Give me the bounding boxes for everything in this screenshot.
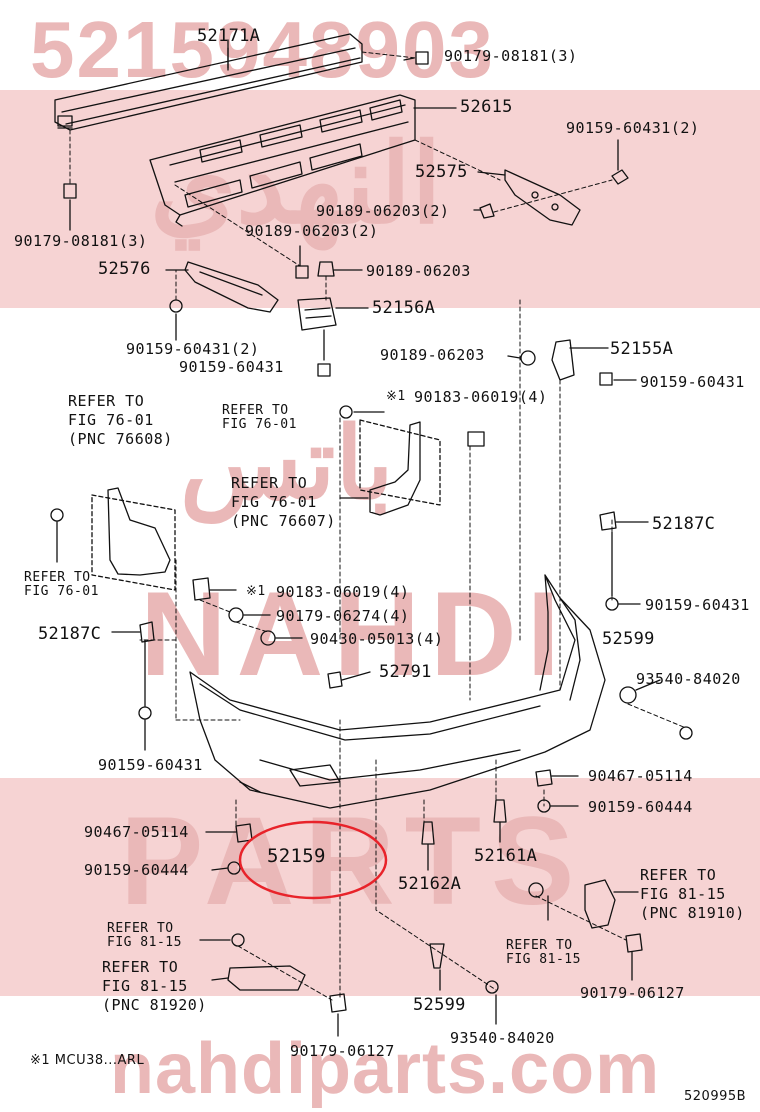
ref-81-15-small-left-line1: REFER TO bbox=[107, 921, 174, 936]
label-mark-b: ※1 bbox=[246, 584, 266, 599]
ref-81-15-small-left-line2: FIG 81-15 bbox=[107, 935, 182, 950]
ref-81-15-small-right-line2: FIG 81-15 bbox=[506, 952, 581, 967]
label-90189-06203-b[interactable]: 90189-06203 bbox=[380, 346, 485, 364]
fasteners bbox=[50, 51, 693, 1013]
ref-76-01-small-top-line2: FIG 76-01 bbox=[222, 417, 297, 432]
ref-81910-line3: (PNC 81910) bbox=[640, 904, 745, 922]
label-52156A[interactable]: 52156A bbox=[372, 298, 436, 318]
label-90183-06019-4-b[interactable]: 90183-06019(4) bbox=[276, 583, 410, 601]
figure-id: 520995B bbox=[684, 1089, 747, 1104]
label-90179-08181-3-top[interactable]: 90179-08181(3) bbox=[444, 47, 578, 65]
label-52155A[interactable]: 52155A bbox=[610, 339, 674, 359]
label-52791[interactable]: 52791 bbox=[379, 662, 432, 682]
ref-81920-line1: REFER TO bbox=[102, 958, 179, 976]
ref-76-01-small-left[interactable]: REFER TO FIG 76-01 bbox=[24, 571, 99, 599]
ref-81920[interactable]: REFER TO FIG 81-15 (PNC 81920) bbox=[102, 958, 207, 1015]
label-52599-a[interactable]: 52599 bbox=[602, 629, 655, 649]
label-90179-06274-4[interactable]: 90179-06274(4) bbox=[276, 607, 410, 625]
ref-76607-line2: FIG 76-01 bbox=[231, 493, 317, 511]
label-90159-60431-d[interactable]: 90159-60431 bbox=[98, 756, 203, 774]
label-52162A[interactable]: 52162A bbox=[398, 874, 462, 894]
label-52161A[interactable]: 52161A bbox=[474, 846, 538, 866]
label-90467-05114-a[interactable]: 90467-05114 bbox=[588, 767, 693, 785]
label-52171A[interactable]: 52171A bbox=[197, 26, 261, 46]
ref-81920-line3: (PNC 81920) bbox=[102, 996, 207, 1014]
label-52575[interactable]: 52575 bbox=[415, 162, 468, 182]
reflector-right bbox=[584, 879, 616, 929]
label-90179-08181-3-left[interactable]: 90179-08181(3) bbox=[14, 232, 148, 250]
watermark-url: nahdiparts.com bbox=[110, 1029, 661, 1109]
ref-76-01-small-left-line1: REFER TO bbox=[24, 570, 91, 585]
label-90189-06203-2-mid[interactable]: 90189-06203(2) bbox=[316, 202, 450, 220]
label-90159-60431-2-right[interactable]: 90159-60431(2) bbox=[566, 119, 700, 137]
ref-76607-line1: REFER TO bbox=[231, 474, 308, 492]
label-90159-60444-a[interactable]: 90159-60444 bbox=[588, 798, 693, 816]
label-93540-84020-b[interactable]: 93540-84020 bbox=[450, 1029, 555, 1047]
watermark-band-top bbox=[0, 90, 760, 308]
label-90159-60431-c[interactable]: 90159-60431 bbox=[645, 596, 750, 614]
ref-81920-line2: FIG 81-15 bbox=[102, 977, 188, 995]
assembly-dashed-lines bbox=[69, 51, 687, 1001]
reinforcement-bar-52171A bbox=[54, 33, 363, 131]
label-90179-06127-a[interactable]: 90179-06127 bbox=[580, 984, 685, 1002]
watermark-band-bottom bbox=[0, 778, 760, 996]
ref-81-15-small-right-line1: REFER TO bbox=[506, 938, 573, 953]
ref-76-01-small-top-line1: REFER TO bbox=[222, 403, 289, 418]
label-90159-60444-b[interactable]: 90159-60444 bbox=[84, 861, 189, 879]
ref-76-01-small-top[interactable]: REFER TO FIG 76-01 bbox=[222, 404, 297, 432]
watermark-arabic-brand: النهدي bbox=[150, 123, 442, 246]
ref-81910-line1: REFER TO bbox=[640, 866, 717, 884]
watermark-arabic-parts: باتس bbox=[180, 408, 394, 520]
reflector-left bbox=[227, 965, 306, 991]
label-52187C-right[interactable]: 52187C bbox=[652, 514, 716, 534]
label-90159-60431-2-left[interactable]: 90159-60431(2) bbox=[126, 340, 260, 358]
label-52187C-left[interactable]: 52187C bbox=[38, 624, 102, 644]
watermark-parts-latin: PARTS bbox=[120, 792, 585, 931]
label-90183-06019-4-a[interactable]: 90183-06019(4) bbox=[414, 388, 548, 406]
label-90159-60431-b[interactable]: 90159-60431 bbox=[640, 373, 745, 391]
ref-76-01-small-left-line2: FIG 76-01 bbox=[24, 584, 99, 599]
mudguard-right bbox=[359, 419, 441, 516]
label-90467-05114-b[interactable]: 90467-05114 bbox=[84, 823, 189, 841]
label-52615[interactable]: 52615 bbox=[460, 97, 513, 117]
label-90159-60431-a[interactable]: 90159-60431 bbox=[179, 358, 284, 376]
retainer-52156A bbox=[297, 297, 337, 331]
label-93540-84020-a[interactable]: 93540-84020 bbox=[636, 670, 741, 688]
ref-76607-line3: (PNC 76607) bbox=[231, 512, 336, 530]
ref-76608-line2: FIG 76-01 bbox=[68, 411, 154, 429]
ref-81910-line2: FIG 81-15 bbox=[640, 885, 726, 903]
label-90189-06203-a[interactable]: 90189-06203 bbox=[366, 262, 471, 280]
ref-76608-line1: REFER TO bbox=[68, 392, 145, 410]
ref-81910[interactable]: REFER TO FIG 81-15 (PNC 81910) bbox=[640, 866, 745, 923]
ref-81-15-small-left[interactable]: REFER TO FIG 81-15 bbox=[107, 922, 182, 950]
watermark-part-number: 5215948903 bbox=[30, 5, 495, 94]
ref-76608-line3: (PNC 76608) bbox=[68, 430, 173, 448]
label-90430-05013-4[interactable]: 90430-05013(4) bbox=[310, 630, 444, 648]
label-52159[interactable]: 52159 bbox=[267, 845, 326, 867]
label-90189-06203-2-low[interactable]: 90189-06203(2) bbox=[245, 222, 379, 240]
label-52576[interactable]: 52576 bbox=[98, 259, 151, 279]
label-mark-a: ※1 bbox=[386, 389, 406, 404]
retainer-52155A bbox=[551, 339, 575, 381]
footnote: ※1 MCU38...ARL bbox=[30, 1053, 145, 1068]
highlight-ring bbox=[238, 820, 388, 900]
mudguard-left bbox=[91, 487, 176, 591]
bracket-52576 bbox=[184, 261, 279, 313]
label-90179-06127-b[interactable]: 90179-06127 bbox=[290, 1042, 395, 1060]
ref-76607[interactable]: REFER TO FIG 76-01 (PNC 76607) bbox=[231, 474, 336, 531]
bumper-cover-52159 bbox=[189, 574, 606, 809]
ref-76608[interactable]: REFER TO FIG 76-01 (PNC 76608) bbox=[68, 392, 173, 449]
leader-lines bbox=[56, 39, 661, 1037]
bracket-52575 bbox=[504, 169, 581, 226]
label-52599-b[interactable]: 52599 bbox=[413, 995, 466, 1015]
ref-81-15-small-right[interactable]: REFER TO FIG 81-15 bbox=[506, 939, 581, 967]
watermark-brand-latin: NAHDI bbox=[140, 567, 570, 701]
